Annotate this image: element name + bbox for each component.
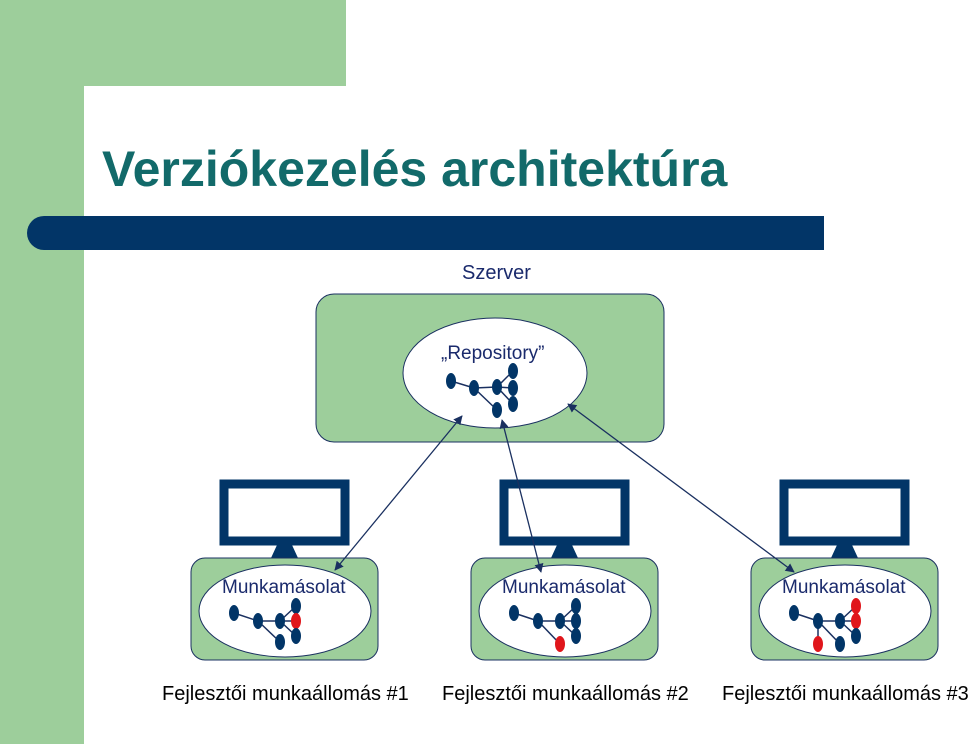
working-copy-ellipse: [198, 564, 372, 658]
graph-node: [253, 613, 263, 629]
workstation-2: [470, 479, 659, 661]
workstation-label: Fejlesztői munkaállomás #3: [722, 683, 969, 705]
title-underline-bar: [27, 216, 824, 250]
workstation-1: [190, 479, 379, 661]
repository-label: „Repository”: [441, 343, 545, 364]
slide-title: Verziókezelés architektúra: [102, 141, 728, 197]
graph-node: [571, 628, 581, 644]
repository-nodes: [446, 363, 518, 418]
monitor-stand: [551, 545, 578, 558]
graph-node: [229, 605, 239, 621]
graph-node: [508, 363, 518, 379]
working-copy-ellipse: [758, 564, 932, 658]
monitor-stand: [831, 545, 858, 558]
graph-node-modified: [851, 613, 861, 629]
graph-node: [291, 628, 301, 644]
green-top-band: [0, 0, 346, 86]
graph-node-modified: [291, 613, 301, 629]
graph-node-modified: [813, 636, 823, 652]
graph-node: [555, 613, 565, 629]
graph-node: [571, 598, 581, 614]
graph-node: [508, 396, 518, 412]
working-copy-label: Munkamásolat: [502, 577, 626, 598]
workstation-3: [750, 479, 939, 661]
graph-node: [835, 636, 845, 652]
monitor-icon: [219, 479, 350, 546]
graph-node: [469, 380, 479, 396]
graph-node: [291, 598, 301, 614]
sync-arrow-3: [567, 403, 795, 573]
graph-node: [533, 613, 543, 629]
workstation-label: Fejlesztői munkaállomás #1: [162, 683, 409, 705]
graph-node: [508, 380, 518, 396]
graph-node: [509, 605, 519, 621]
sync-arrow-1: [334, 415, 463, 571]
graph-node: [492, 402, 502, 418]
monitor-icon: [779, 479, 910, 546]
server-label: Szerver: [462, 262, 531, 284]
working-copy-label: Munkamásolat: [782, 577, 906, 598]
sync-arrow-2: [499, 419, 544, 573]
working-copy-ellipse: [478, 564, 652, 658]
graph-node-modified: [555, 636, 565, 652]
repository-ellipse: [402, 317, 588, 429]
graph-node: [275, 634, 285, 650]
graph-node: [789, 605, 799, 621]
working-copy-label: Munkamásolat: [222, 577, 346, 598]
graph-node: [835, 613, 845, 629]
green-side-band: [0, 0, 84, 744]
graph-node: [813, 613, 823, 629]
graph-node: [275, 613, 285, 629]
graph-node: [446, 373, 456, 389]
monitor-stand: [271, 545, 298, 558]
monitor-icon: [499, 479, 630, 546]
workstation-label: Fejlesztői munkaállomás #2: [442, 683, 689, 705]
graph-node: [851, 628, 861, 644]
graph-node: [571, 613, 581, 629]
graph-node: [492, 379, 502, 395]
graph-node-modified: [851, 598, 861, 614]
